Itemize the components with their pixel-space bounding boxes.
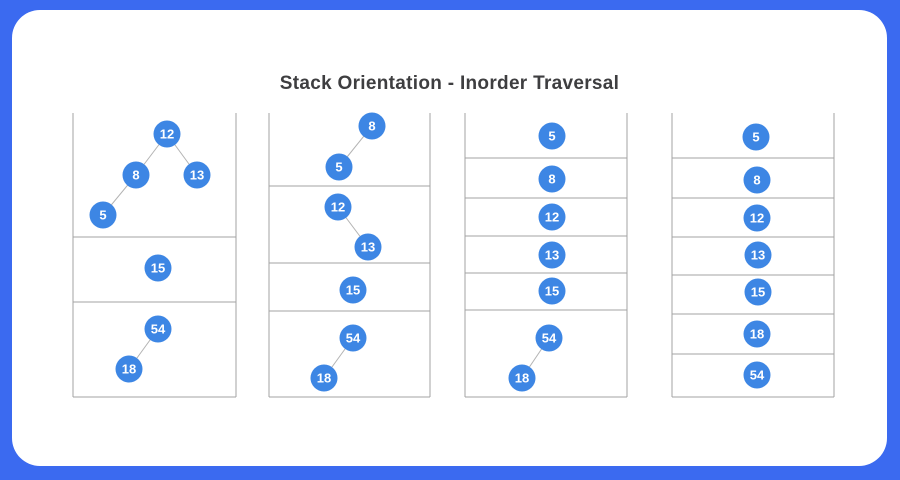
tree-node-value: 8: [753, 173, 760, 188]
tree-node-value: 12: [160, 127, 174, 142]
content-card: [12, 10, 887, 466]
tree-node-circle: [144, 315, 172, 343]
tree-node-circle: [538, 165, 566, 193]
tree-node-circle: [122, 161, 150, 189]
tree-node-value: 12: [545, 210, 559, 225]
tree-node-value: 18: [515, 371, 529, 386]
tree-node-value: 8: [548, 172, 555, 187]
tree-node-value: 5: [752, 130, 759, 145]
tree-node-value: 12: [750, 211, 764, 226]
tree-node-circle: [538, 241, 566, 269]
tree-node-circle: [324, 193, 352, 221]
tree-node-circle: [538, 122, 566, 150]
tree-node-circle: [354, 233, 382, 261]
tree-node-circle: [115, 355, 143, 383]
tree-node-value: 13: [190, 168, 204, 183]
tree-node-circle: [153, 120, 181, 148]
stack-2: 8 5 12 13 15 54 18: [268, 112, 431, 398]
tree-node-value: 5: [99, 208, 106, 223]
tree-node-value: 13: [361, 240, 375, 255]
tree-node-value: 13: [751, 248, 765, 263]
stack-1: 12 8 13 5 15 54 18: [72, 113, 237, 398]
tree-node-circle: [743, 204, 771, 232]
tree-node-value: 54: [542, 331, 557, 346]
tree-node-circle: [508, 364, 536, 392]
tree-node-circle: [339, 324, 367, 352]
tree-node-circle: [310, 364, 338, 392]
tree-node-circle: [744, 278, 772, 306]
tree-node-value: 5: [335, 160, 342, 175]
tree-node-value: 15: [346, 283, 360, 298]
tree-node-value: 15: [751, 285, 765, 300]
tree-node-circle: [538, 203, 566, 231]
tree-node-value: 8: [132, 168, 139, 183]
tree-node-circle: [742, 123, 770, 151]
tree-node-value: 54: [151, 322, 166, 337]
tree-node-value: 15: [545, 284, 559, 299]
tree-node-circle: [358, 112, 386, 140]
tree-node-circle: [743, 320, 771, 348]
tree-node-value: 18: [122, 362, 136, 377]
tree-node-circle: [89, 201, 117, 229]
tree-node-value: 8: [368, 119, 375, 134]
tree-node-circle: [144, 254, 172, 282]
tree-node-value: 18: [317, 371, 331, 386]
tree-node-value: 12: [331, 200, 345, 215]
stack-4: 5 8 12 13 15 18 54: [671, 113, 835, 398]
tree-node-circle: [744, 241, 772, 269]
tree-node-value: 54: [346, 331, 361, 346]
page-title: Stack Orientation - Inorder Traversal: [279, 73, 620, 94]
tree-node-circle: [325, 153, 353, 181]
tree-node-circle: [339, 276, 367, 304]
tree-node-value: 54: [750, 368, 765, 383]
tree-node-circle: [743, 361, 771, 389]
tree-node-circle: [183, 161, 211, 189]
tree-node-value: 13: [545, 248, 559, 263]
stack-3: 5 8 12 13 15 54 18: [464, 113, 628, 398]
tree-node-value: 15: [151, 261, 165, 276]
tree-node-value: 18: [750, 327, 764, 342]
tree-node-value: 5: [548, 129, 555, 144]
tree-node-circle: [538, 277, 566, 305]
tree-node-circle: [535, 324, 563, 352]
tree-node-circle: [743, 166, 771, 194]
